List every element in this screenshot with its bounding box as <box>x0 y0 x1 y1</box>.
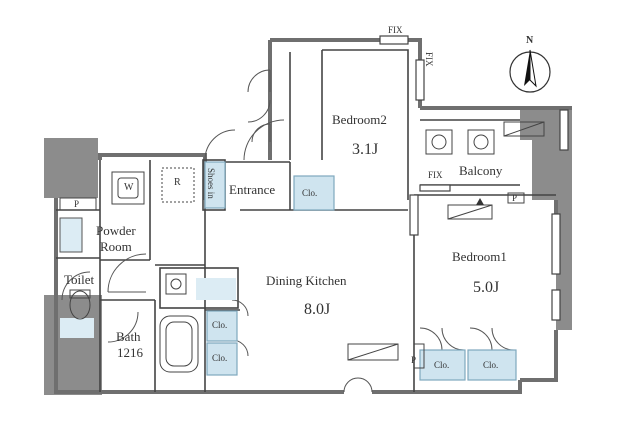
dining-kitchen-label: Dining Kitchen <box>266 273 347 288</box>
wet-areas <box>59 217 236 338</box>
fixtures <box>59 121 545 373</box>
door-swings <box>61 69 515 393</box>
closet-bedroom1-right-label: Clo. <box>483 360 499 370</box>
closet-bedroom1-left-label: Clo. <box>434 360 450 370</box>
washing-machine-label: W <box>124 182 134 193</box>
bedroom2-label: Bedroom2 <box>332 112 387 127</box>
north-arrow <box>509 49 551 93</box>
toilet-label: Toilet <box>64 272 95 287</box>
closets <box>204 161 517 381</box>
fridge-label: R <box>174 177 181 188</box>
pipe-right-label: P <box>512 193 518 203</box>
bath-label: Bath <box>116 329 141 344</box>
bedroom1-label: Bedroom1 <box>452 249 507 264</box>
fix-top-label: FIX <box>388 25 403 35</box>
closet-bedroom2-label: Clo. <box>302 188 318 198</box>
balcony-arrow-marker <box>476 198 484 205</box>
north-label: N <box>526 35 534 46</box>
closet-dk-lower-label: Clo. <box>212 353 228 363</box>
pipe-mid-label: P <box>411 355 417 365</box>
balcony-label: Balcony <box>459 163 503 178</box>
windows <box>379 35 569 321</box>
bedroom2-area: 3.1J <box>352 141 379 158</box>
fix-balcony-label: FIX <box>428 170 443 180</box>
shoes-in-label: Shoes in <box>206 168 216 199</box>
bath-size-label: 1216 <box>117 345 143 360</box>
closet-dk-upper-label: Clo. <box>212 320 228 330</box>
bedroom1-area: 5.0J <box>473 279 500 296</box>
dining-kitchen-area: 8.0J <box>304 301 331 318</box>
entrance-label: Entrance <box>229 182 276 197</box>
fix-side-label: FIX <box>424 52 434 67</box>
powder-room-label-line1: Powder <box>96 223 136 238</box>
pipe-left-label: P <box>74 199 80 209</box>
powder-room-label-line2: Room <box>100 239 132 254</box>
